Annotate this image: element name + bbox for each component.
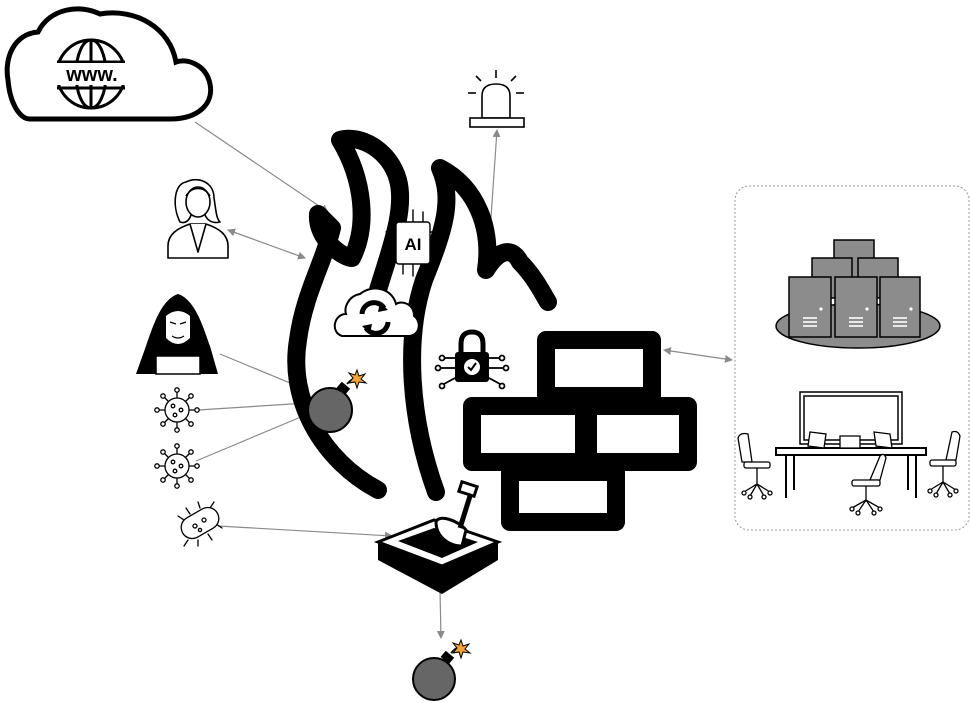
bomb-icon	[412, 638, 472, 701]
chair-icon	[849, 453, 887, 516]
virus-icon	[154, 443, 200, 489]
bacterium-icon	[177, 501, 223, 547]
arrow-internet-to-flame	[194, 121, 329, 213]
bomb-icon	[307, 368, 368, 433]
globe-icon	[55, 38, 127, 110]
ai-chip-icon: AI	[383, 209, 443, 277]
flame-icon	[287, 129, 557, 501]
chair-icon	[737, 432, 773, 500]
www-label: www.	[65, 64, 117, 86]
virus-icon	[154, 387, 200, 433]
brick-firewall-icon	[463, 331, 697, 531]
arrow-virus2-to-bomb	[195, 413, 309, 462]
businesswoman-icon	[167, 178, 229, 259]
arrow-virus1-to-bomb	[197, 399, 308, 411]
cloud-sync-icon	[333, 287, 420, 337]
ai-label: AI	[405, 235, 422, 254]
arrow-firewall-network	[663, 347, 733, 363]
arrow-sandbox-to-bomb	[436, 589, 445, 639]
sandbox-shovel-icon	[373, 479, 503, 594]
office-servers-icon	[734, 185, 970, 531]
chair-icon	[927, 430, 961, 498]
www-cloud-icon: www.	[4, 6, 214, 122]
arrow-user-flame	[227, 228, 306, 260]
connectors	[194, 121, 733, 639]
circuit-lock-icon	[434, 329, 510, 390]
hooded-hacker-icon	[136, 294, 218, 375]
alarm-siren-icon	[468, 70, 525, 128]
arrow-flame-to-alarm	[489, 129, 501, 233]
arrow-bacterium-to-sandbox	[217, 525, 393, 540]
